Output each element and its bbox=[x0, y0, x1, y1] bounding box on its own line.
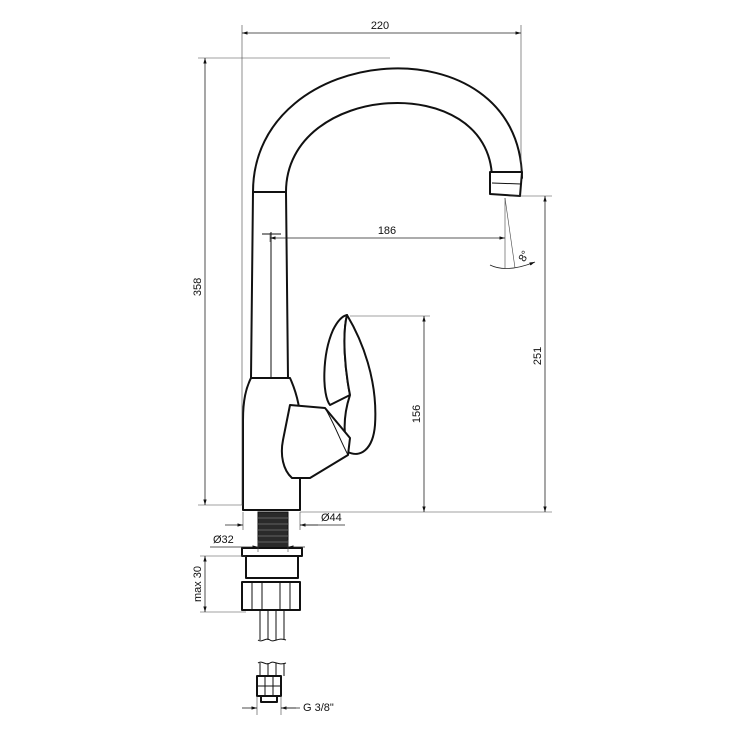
reach-label: 186 bbox=[378, 225, 396, 237]
handle-grip bbox=[343, 314, 377, 455]
washer bbox=[241, 547, 303, 557]
column bbox=[250, 191, 289, 379]
dimension-labels: 220 186 358 251 156 8° Ø44 Ø32 max 30 G … bbox=[192, 20, 544, 714]
spout bbox=[252, 67, 523, 193]
angle-dimension-arc bbox=[489, 261, 536, 269]
thread-label: G 3/8" bbox=[303, 702, 334, 714]
width-label: 220 bbox=[371, 20, 389, 32]
hose-connector-end bbox=[260, 695, 278, 703]
height-label: 358 bbox=[192, 278, 204, 296]
faucet-outline bbox=[241, 67, 523, 703]
spout-height-label: 251 bbox=[532, 347, 544, 365]
dimension-lines bbox=[198, 25, 552, 715]
lock-nut bbox=[241, 581, 301, 611]
handle-base bbox=[280, 404, 351, 479]
fixing-nut bbox=[245, 555, 299, 579]
handle-height-label: 156 bbox=[411, 405, 423, 423]
base-diameter-label: Ø44 bbox=[321, 512, 342, 524]
shank-diameter-label: Ø32 bbox=[213, 534, 234, 546]
supply-hoses bbox=[257, 610, 287, 676]
max-thickness-label: max 30 bbox=[192, 566, 204, 602]
angle-label: 8° bbox=[517, 249, 533, 264]
